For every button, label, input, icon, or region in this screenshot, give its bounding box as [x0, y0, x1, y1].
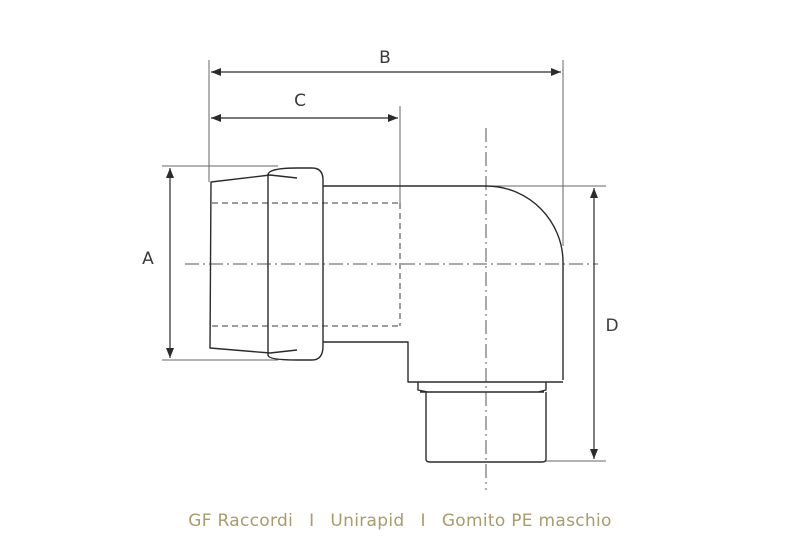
threaded-end-outline	[425, 392, 547, 463]
nut-sleeve-outline	[209, 174, 298, 354]
extension-lines	[162, 60, 606, 462]
threaded-end-collar	[417, 382, 547, 393]
elbow-fitting	[209, 167, 564, 463]
caption-separator: I	[309, 511, 315, 531]
center-lines	[185, 128, 598, 490]
caption-brand: GF Raccordi	[188, 511, 294, 531]
dimension-label-a: A	[142, 249, 154, 269]
dimension-label-d: D	[605, 316, 618, 336]
technical-drawing: B C A D	[142, 48, 619, 490]
caption: GF Raccordi I Unirapid I Gomito PE maschio	[0, 511, 800, 531]
dimension-lines	[166, 68, 598, 459]
dimension-label-b: B	[379, 48, 391, 68]
hidden-lines	[212, 202, 401, 327]
elbow-body-outline	[323, 185, 564, 383]
caption-product: Gomito PE maschio	[441, 511, 612, 531]
clamping-nut-outline	[267, 167, 324, 361]
caption-separator: I	[420, 511, 426, 531]
dimension-label-c: C	[294, 91, 306, 111]
caption-line: Unirapid	[330, 511, 405, 531]
